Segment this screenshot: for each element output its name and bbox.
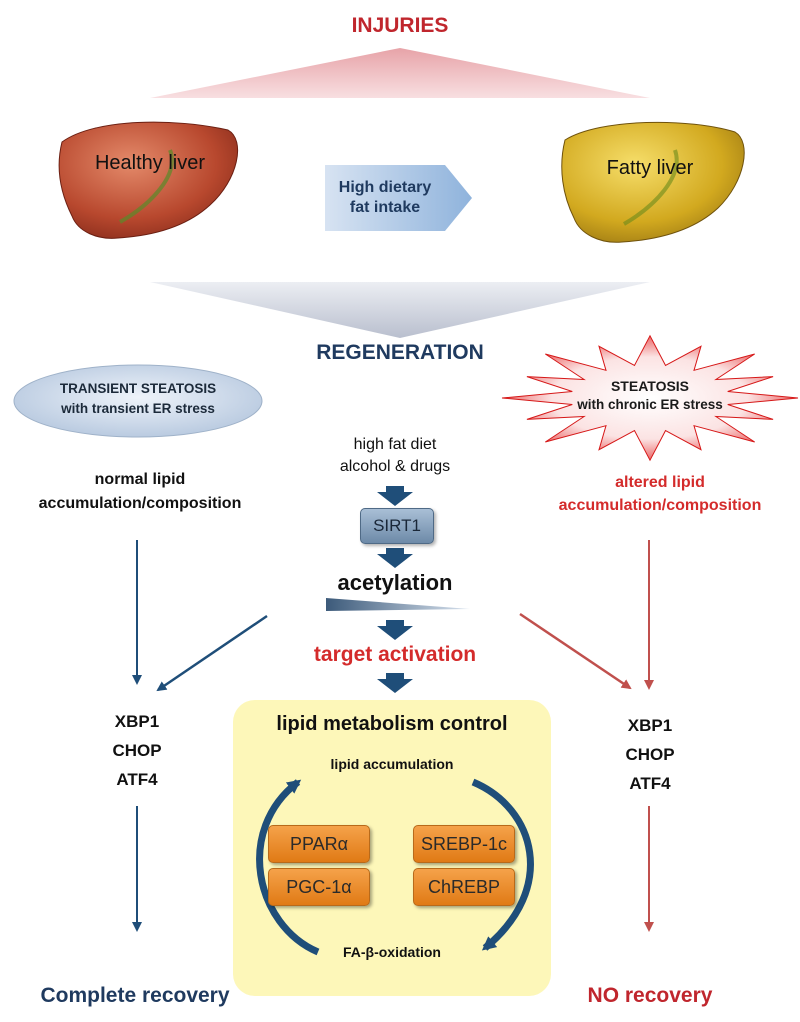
- steatosis-subtitle: with chronic ER stress: [577, 397, 723, 412]
- sirt1-box: SIRT1: [360, 508, 434, 544]
- cause-line2: alcohol & drugs: [339, 458, 451, 475]
- no-recovery-label: NO recovery: [587, 984, 713, 1007]
- factor-chrebp: ChREBP: [413, 868, 515, 906]
- right-gene-chop: CHOP: [625, 745, 675, 764]
- right-gene-atf4: ATF4: [629, 774, 671, 793]
- center-to-right-arrow: [519, 612, 632, 690]
- altered-lipid-line1: altered lipid: [615, 474, 705, 491]
- fat-intake-line2: fat intake: [349, 199, 421, 216]
- acetylation-label: acetylation: [337, 570, 453, 595]
- lipid-accumulation-label: lipid accumulation: [330, 756, 454, 772]
- normal-lipid-line2: accumulation/composition: [38, 495, 242, 512]
- left-gene-atf4: ATF4: [116, 770, 158, 789]
- left-gene-chop: CHOP: [112, 741, 162, 760]
- liver-healthy-icon: [58, 121, 239, 239]
- fa-oxidation-label: FA-β-oxidation: [343, 944, 441, 960]
- left-gene-xbp1: XBP1: [114, 712, 160, 731]
- fatty-liver-label: Fatty liver: [606, 157, 694, 179]
- liver-fatty-icon: [561, 121, 745, 243]
- regeneration-triangle: [150, 282, 650, 338]
- healthy-liver-label: Healthy liver: [94, 152, 206, 174]
- injuries-title: INJURIES: [351, 14, 449, 37]
- injuries-triangle: [150, 48, 650, 98]
- factor-srebp1c: SREBP-1c: [413, 825, 515, 863]
- target-activation-label: target activation: [313, 643, 477, 666]
- fat-intake-line1: High dietary: [338, 179, 432, 196]
- fat-intake-arrow: [325, 165, 472, 231]
- cause-line1: high fat diet: [353, 436, 437, 453]
- right-gene-xbp1: XBP1: [627, 716, 673, 735]
- center-to-left-arrow: [156, 614, 268, 692]
- fat-intake-label: High dietary fat intake: [325, 165, 445, 231]
- cycle-arrow-left: [256, 779, 320, 956]
- factor-pgc1a: PGC-1α: [268, 868, 370, 906]
- center-flow-arrows: [377, 486, 413, 693]
- steatosis-title: STEATOSIS: [610, 378, 690, 394]
- transient-steatosis-title: TRANSIENT STEATOSIS: [59, 381, 217, 396]
- transient-steatosis-subtitle: with transient ER stress: [61, 401, 215, 416]
- regeneration-label: REGENERATION: [316, 341, 484, 364]
- starburst-shape: [501, 334, 799, 462]
- ellipse-bubble: [13, 364, 263, 438]
- lipid-metabolism-title: lipid metabolism control: [276, 713, 508, 735]
- complete-recovery-label: Complete recovery: [40, 984, 230, 1007]
- altered-lipid-line2: accumulation/composition: [558, 497, 762, 514]
- cycle-arrow-right: [471, 778, 534, 951]
- normal-lipid-line1: normal lipid: [94, 471, 186, 488]
- acetylation-gradient-wedge: [326, 598, 470, 611]
- factor-ppara: PPARα: [268, 825, 370, 863]
